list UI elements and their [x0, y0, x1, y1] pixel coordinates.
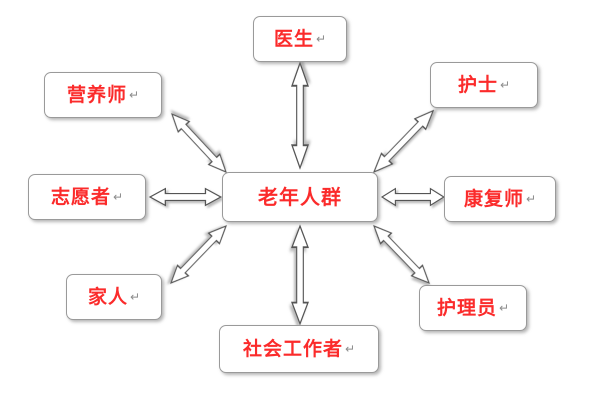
node-social-worker[interactable]: 社会工作者↵: [219, 325, 379, 373]
node-nurse[interactable]: 护士↵: [430, 62, 538, 108]
node-rehabilitation-therapist-label: 康复师: [463, 187, 524, 210]
node-nutritionist-label: 营养师: [66, 83, 127, 106]
node-nurse-label: 护士: [457, 73, 498, 96]
paragraph-mark-icon: ↵: [344, 342, 356, 356]
paragraph-mark-icon: ↵: [112, 190, 124, 204]
node-caregiver[interactable]: 护理员↵: [419, 285, 527, 331]
connector-center-bottomleft: [164, 220, 233, 289]
paragraph-mark-icon: ↵: [129, 290, 141, 304]
node-family[interactable]: 家人↵: [66, 274, 162, 320]
paragraph-mark-icon: ↵: [499, 78, 511, 92]
paragraph-mark-icon: ↵: [498, 301, 510, 315]
node-doctor[interactable]: 医生↵: [253, 16, 347, 62]
node-family-label: 家人: [87, 285, 128, 308]
paragraph-mark-icon: ↵: [128, 88, 140, 102]
node-elderly-population-label: 老年人群: [258, 185, 342, 209]
node-rehabilitation-therapist[interactable]: 康复师↵: [444, 176, 556, 222]
connector-center-bottom: [291, 225, 309, 325]
paragraph-mark-icon: ↵: [525, 192, 537, 206]
node-caregiver-label: 护理员: [436, 296, 497, 319]
connector-center-top: [291, 62, 309, 169]
node-volunteer-label: 志愿者: [50, 185, 111, 208]
node-doctor-label: 医生: [273, 27, 314, 50]
node-social-worker-label: 社会工作者: [242, 337, 343, 360]
connector-center-right: [381, 188, 445, 206]
connector-center-bottomright: [367, 220, 436, 289]
node-volunteer[interactable]: 志愿者↵: [28, 174, 146, 220]
connector-center-topright: [367, 104, 440, 178]
connector-center-topleft: [165, 108, 233, 178]
node-nutritionist[interactable]: 营养师↵: [44, 72, 162, 118]
connector-center-left: [149, 187, 222, 207]
paragraph-mark-icon: ↵: [315, 32, 327, 46]
node-elderly-population[interactable]: 老年人群: [222, 172, 378, 222]
